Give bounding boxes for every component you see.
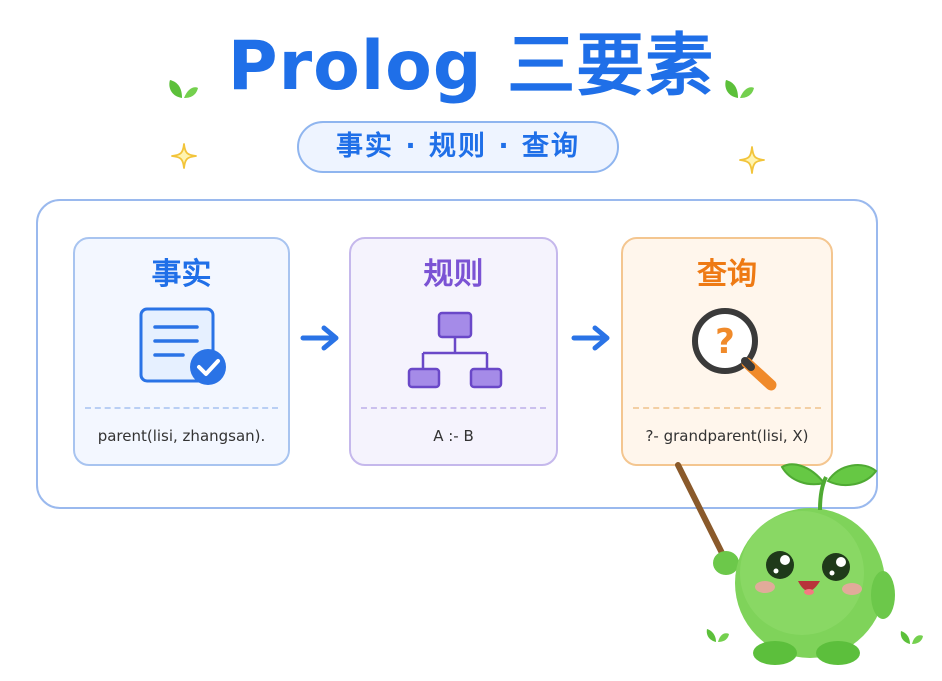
sparkle-left-icon	[171, 143, 197, 169]
document-check-icon	[139, 307, 226, 385]
query-card: 查询 ? ?- grandparent(lisi, X)	[621, 237, 833, 466]
grass-left-icon	[706, 629, 729, 642]
svg-text:?: ?	[715, 322, 735, 362]
query-card-divider	[633, 407, 821, 409]
fact-card-divider	[85, 407, 278, 409]
rule-card: 规则 A :- B	[349, 237, 558, 466]
rule-card-divider	[361, 407, 546, 409]
arrow-right-icon	[571, 325, 610, 351]
sparkle-right-icon	[739, 146, 765, 174]
grass-right-icon	[900, 631, 923, 644]
query-card-title: 查询	[697, 257, 757, 292]
fact-card-title: 事实	[151, 257, 212, 292]
rule-card-code: A :- B	[433, 427, 474, 445]
leaf-right-icon	[725, 80, 754, 98]
mascot-sprout-icon	[675, 462, 895, 665]
fact-card: 事实 parent(lisi, zhangsan).	[73, 237, 290, 466]
leaf-left-icon	[169, 80, 198, 98]
subtitle-badge: 事实 · 规则 · 查询	[297, 121, 619, 173]
rule-card-title: 规则	[423, 257, 484, 292]
fact-card-code: parent(lisi, zhangsan).	[97, 427, 266, 445]
hierarchy-icon	[407, 311, 503, 389]
query-card-code: ?- grandparent(lisi, X)	[645, 427, 809, 445]
arrow-right-icon	[300, 325, 339, 351]
magnifier-question-icon: ?	[692, 308, 777, 391]
page-title: Prolog 三要素	[227, 27, 715, 106]
